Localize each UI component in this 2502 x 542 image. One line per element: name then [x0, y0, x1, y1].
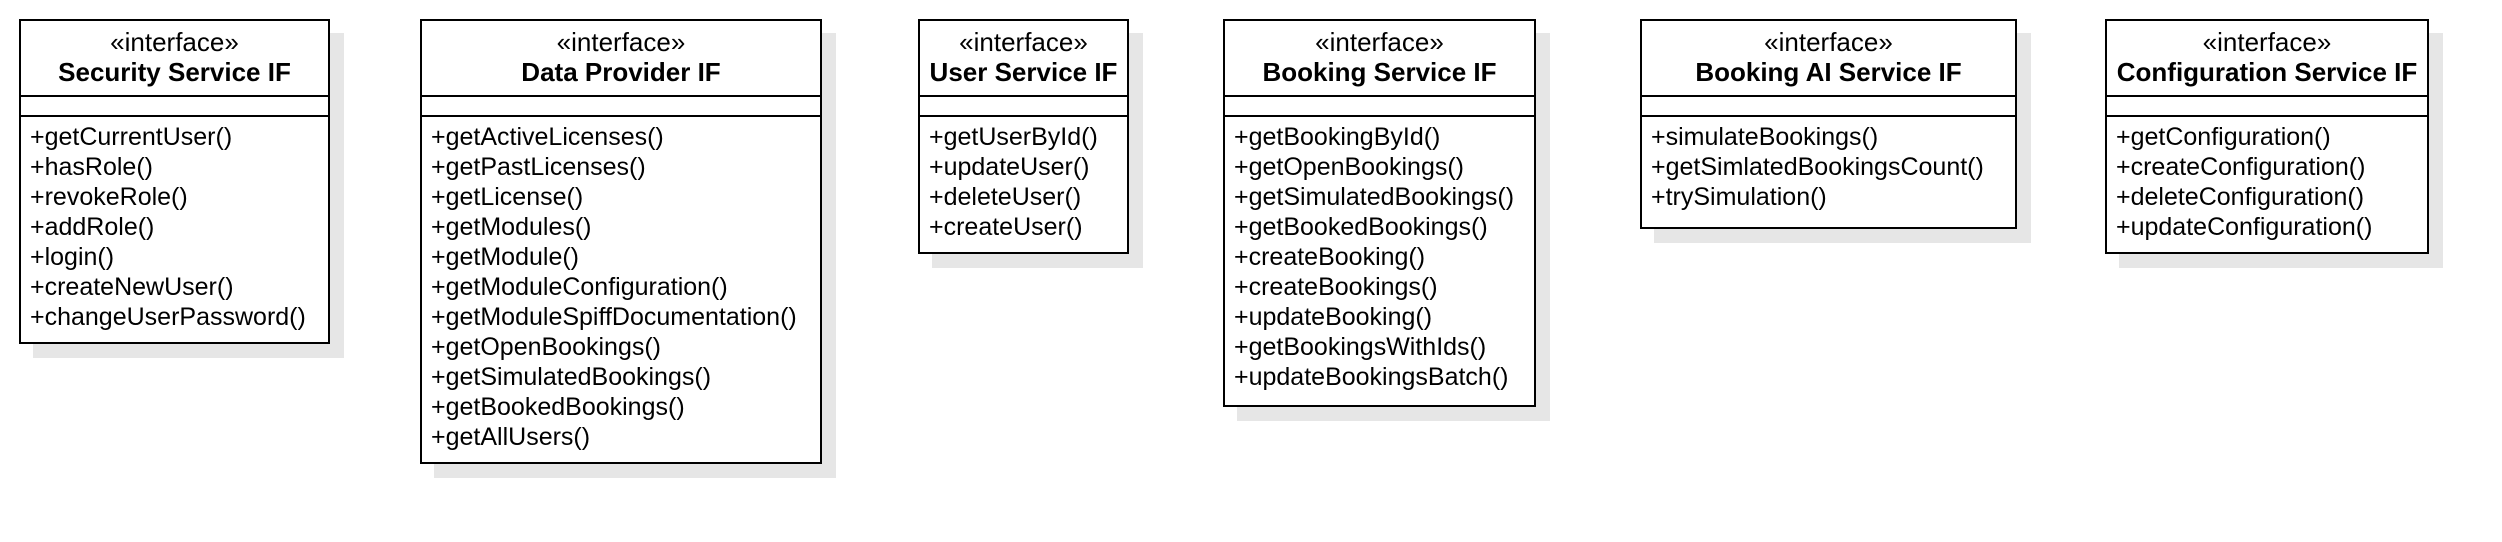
method-item: +getUserById()	[929, 123, 1098, 151]
method-item: +addRole()	[30, 213, 155, 241]
attributes-compartment	[920, 97, 1127, 117]
method-item: +getModule()	[431, 243, 579, 271]
method-item: +changeUserPassword()	[30, 303, 306, 331]
method-item: +getAllUsers()	[431, 423, 591, 451]
method-item: +updateConfiguration()	[2116, 213, 2373, 241]
method-item: +getOpenBookings()	[1234, 153, 1465, 181]
method-item: +getOpenBookings()	[431, 333, 662, 361]
method-item: +login()	[30, 243, 115, 271]
class-header: «interface» Data Provider IF	[422, 21, 820, 97]
stereotype-label: «interface»	[959, 27, 1088, 57]
methods-compartment: +getUserById() +updateUser() +deleteUser…	[920, 117, 1127, 242]
class-name: Security Service IF	[58, 57, 291, 87]
method-item: +getSimulatedBookings()	[431, 363, 712, 391]
methods-compartment: +getConfiguration() +createConfiguration…	[2107, 117, 2427, 242]
attributes-compartment	[2107, 97, 2427, 117]
stereotype-label: «interface»	[2202, 27, 2332, 57]
stereotype-label: «interface»	[1764, 27, 1893, 57]
class-header: «interface» Booking AI Service IF	[1642, 21, 2015, 97]
method-item: +deleteUser()	[929, 183, 1082, 211]
method-item: +createBookings()	[1234, 273, 1438, 301]
method-item: +updateBookingsBatch()	[1234, 363, 1509, 391]
method-item: +getLicense()	[431, 183, 584, 211]
class-header: «interface» Booking Service IF	[1225, 21, 1534, 97]
method-item: +createNewUser()	[30, 273, 234, 301]
method-item: +getConfiguration()	[2116, 123, 2331, 151]
method-item: +getBookingsWithIds()	[1234, 333, 1487, 361]
stereotype-label: «interface»	[110, 27, 239, 57]
method-item: +getActiveLicenses()	[431, 123, 664, 151]
attributes-compartment	[1225, 97, 1534, 117]
methods-compartment: +getActiveLicenses() +getPastLicenses() …	[422, 117, 820, 452]
class-booking-ai-service-if[interactable]: «interface» Booking AI Service IF +simul…	[1640, 19, 2017, 229]
method-item: +getSimlatedBookingsCount()	[1651, 153, 1984, 181]
method-item: +getBookedBookings()	[431, 393, 685, 421]
methods-compartment: +simulateBookings() +getSimlatedBookings…	[1642, 117, 2015, 212]
stereotype-label: «interface»	[1315, 27, 1444, 57]
method-item: +getBookedBookings()	[1234, 213, 1488, 241]
method-item: +revokeRole()	[30, 183, 188, 211]
class-user-service-if[interactable]: «interface» User Service IF +getUserById…	[918, 19, 1129, 254]
class-name: Data Provider IF	[521, 57, 721, 87]
class-name: Configuration Service IF	[2116, 57, 2418, 87]
method-item: +getModuleConfiguration()	[431, 273, 728, 301]
class-name: User Service IF	[929, 57, 1118, 87]
class-security-service-if[interactable]: «interface» Security Service IF +getCurr…	[19, 19, 330, 344]
class-name: Booking Service IF	[1262, 57, 1497, 87]
method-item: +createConfiguration()	[2116, 153, 2366, 181]
class-booking-service-if[interactable]: «interface» Booking Service IF +getBooki…	[1223, 19, 1536, 407]
method-item: +getPastLicenses()	[431, 153, 646, 181]
stereotype-label: «interface»	[556, 27, 686, 57]
attributes-compartment	[1642, 97, 2015, 117]
class-header: «interface» Configuration Service IF	[2107, 21, 2427, 97]
method-item: +trySimulation()	[1651, 183, 1827, 211]
method-item: +getSimulatedBookings()	[1234, 183, 1515, 211]
class-name: Booking AI Service IF	[1695, 57, 1962, 87]
method-item: +hasRole()	[30, 153, 153, 181]
method-item: +updateBooking()	[1234, 303, 1433, 331]
attributes-compartment	[422, 97, 820, 117]
method-item: +createBooking()	[1234, 243, 1426, 271]
method-item: +getCurrentUser()	[30, 123, 233, 151]
method-item: +getModuleSpiffDocumentation()	[431, 303, 797, 331]
method-item: +getModules()	[431, 213, 592, 241]
method-item: +createUser()	[929, 213, 1083, 241]
class-header: «interface» User Service IF	[920, 21, 1127, 97]
class-configuration-service-if[interactable]: «interface» Configuration Service IF +ge…	[2105, 19, 2429, 254]
method-item: +updateUser()	[929, 153, 1090, 181]
class-data-provider-if[interactable]: «interface» Data Provider IF +getActiveL…	[420, 19, 822, 464]
class-header: «interface» Security Service IF	[21, 21, 328, 97]
methods-compartment: +getBookingById() +getOpenBookings() +ge…	[1225, 117, 1534, 392]
method-item: +getBookingById()	[1234, 123, 1441, 151]
method-item: +deleteConfiguration()	[2116, 183, 2365, 211]
attributes-compartment	[21, 97, 328, 117]
methods-compartment: +getCurrentUser() +hasRole() +revokeRole…	[21, 117, 328, 332]
method-item: +simulateBookings()	[1651, 123, 1879, 151]
